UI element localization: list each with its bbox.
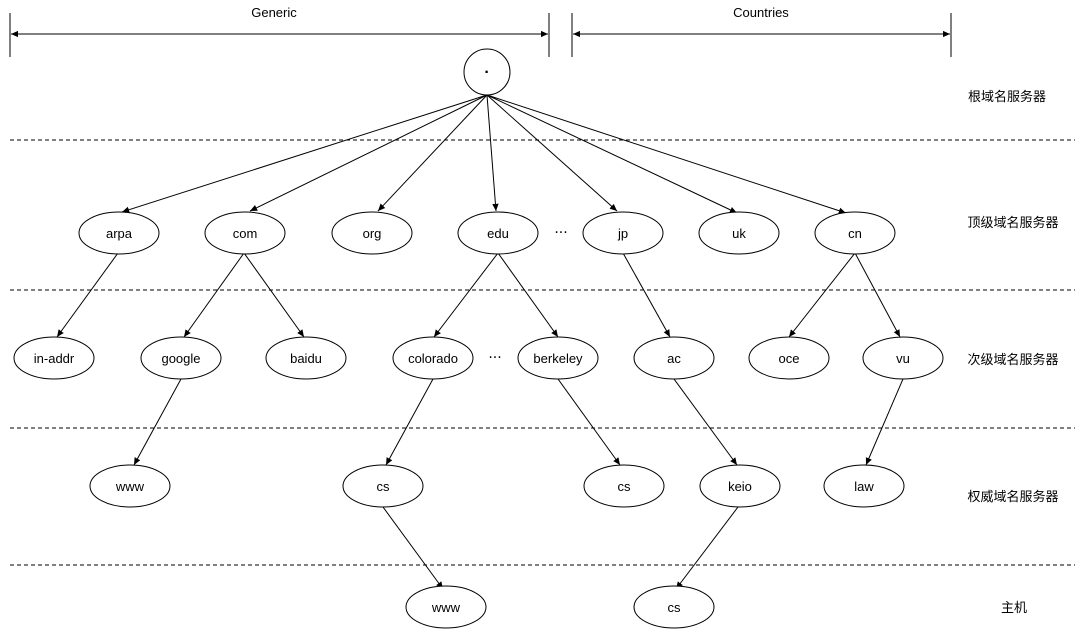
edge-jp-ac (622, 252, 671, 338)
edge-cn-oce (788, 252, 856, 338)
node-ac-label: ac (667, 351, 681, 366)
node-ac: ac (633, 336, 715, 380)
node-edu: edu (457, 211, 539, 255)
node-oce-label: oce (779, 351, 800, 366)
node-jp-label: jp (617, 226, 628, 241)
node-google: google (140, 336, 222, 380)
node-colorado-cs-label: cs (377, 479, 391, 494)
node-jp: jp (582, 211, 664, 255)
node-uk-label: uk (732, 226, 746, 241)
node-baidu: baidu (265, 336, 347, 380)
node-berkeley-cs: cs (583, 464, 665, 508)
node-uk: uk (698, 211, 780, 255)
generic-range: Generic (9, 5, 550, 57)
node-law: law (823, 464, 905, 508)
node-baidu-label: baidu (290, 351, 322, 366)
level-label-host: 主机 (1001, 601, 1027, 616)
node-org-label: org (363, 226, 382, 241)
node-oce: oce (748, 336, 830, 380)
node-keio-cs: cs (633, 585, 715, 629)
edge-root-uk (486, 94, 738, 214)
node-root: · (463, 48, 511, 96)
edge-arpa-in-addr (56, 252, 119, 338)
edge-edu-colorado (433, 252, 499, 338)
edge-google-www (133, 378, 182, 466)
node-in-addr: in-addr (13, 336, 95, 380)
node-vu-label: vu (896, 351, 910, 366)
tld-ellipsis: ··· (554, 225, 567, 241)
edge-vu-law (865, 378, 904, 466)
edge-colorado-cs (385, 378, 434, 466)
edge-com-google (183, 252, 245, 338)
level-label-tld: 顶级域名服务器 (967, 215, 1058, 231)
edge-edu-berkeley (497, 252, 559, 338)
edge-keio-cs (675, 506, 739, 590)
node-com: com (204, 211, 286, 255)
node-in-addr-label: in-addr (34, 351, 75, 366)
node-law-label: law (854, 479, 874, 494)
node-org: org (331, 211, 413, 255)
node-colorado-cs-www: www (405, 585, 487, 629)
node-berkeley-label: berkeley (533, 351, 583, 366)
countries-range: Countries (571, 5, 952, 57)
node-colorado: colorado (392, 336, 474, 380)
node-edu-label: edu (487, 226, 509, 241)
level-label-second: 次级域名服务器 (967, 352, 1058, 368)
node-keio-label: keio (728, 479, 752, 494)
node-google-label: google (161, 351, 200, 366)
countries-range-label: Countries (733, 5, 789, 20)
node-root-label: · (484, 64, 489, 81)
edge-berkeley-cs (557, 378, 621, 466)
node-arpa: arpa (78, 211, 160, 255)
node-colorado-cs: cs (342, 464, 424, 508)
level-label-authoritative: 权威域名服务器 (967, 489, 1058, 505)
node-vu: vu (862, 336, 944, 380)
node-com-label: com (233, 226, 258, 241)
node-keio: keio (699, 464, 781, 508)
edge-ac-keio (673, 378, 738, 466)
edge-cs-www (382, 506, 444, 590)
edge-root-arpa (121, 94, 488, 213)
node-cn-label: cn (848, 226, 862, 241)
node-google-www-label: www (115, 479, 145, 494)
node-berkeley: berkeley (517, 336, 599, 380)
node-colorado-cs-www-label: www (431, 600, 461, 615)
node-colorado-label: colorado (408, 351, 458, 366)
edge-root-edu (486, 94, 499, 212)
node-google-www: www (89, 464, 171, 508)
edge-root-jp (486, 94, 618, 212)
level-label-root: 根域名服务器 (968, 89, 1046, 105)
node-cn: cn (814, 211, 896, 255)
node-berkeley-cs-label: cs (618, 479, 632, 494)
edges (56, 94, 904, 590)
edge-com-baidu (243, 252, 305, 338)
node-keio-cs-label: cs (668, 600, 682, 615)
second-level-ellipsis: ··· (488, 350, 501, 366)
node-arpa-label: arpa (106, 226, 133, 241)
edge-root-cn (486, 94, 847, 214)
edge-root-org (377, 94, 488, 212)
generic-range-label: Generic (251, 5, 297, 20)
edge-root-com (249, 94, 488, 212)
edge-cn-vu (854, 252, 901, 338)
